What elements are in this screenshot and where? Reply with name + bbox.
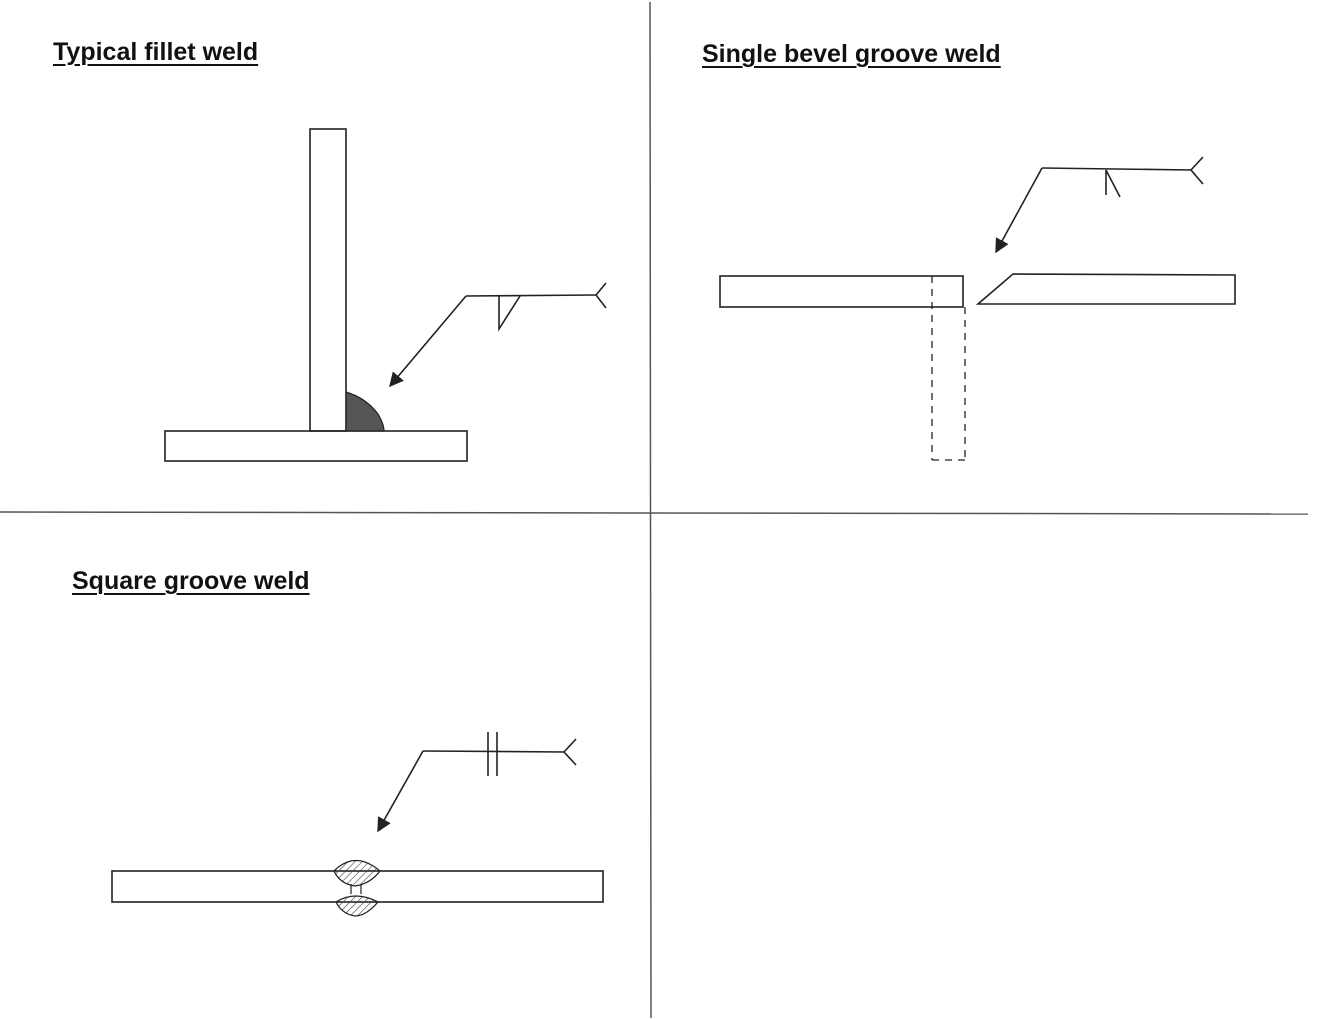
horizontal-divider	[0, 511, 1309, 515]
top-weld-bead	[333, 859, 381, 887]
fillet-weld-title: Typical fillet weld	[53, 38, 259, 66]
vertical-divider	[649, 1, 652, 1019]
square-arrow-leader	[377, 750, 424, 833]
bottom-weld-bead	[335, 895, 380, 917]
square-reference-line	[422, 750, 565, 753]
fillet-weld-bead	[345, 391, 385, 432]
fillet-arrow-leader	[389, 295, 467, 388]
bevel-groove-weld-title: Single bevel groove weld	[702, 40, 1001, 68]
beveled-plate	[975, 273, 1236, 305]
fillet-weld-symbol	[498, 295, 521, 332]
left-plate	[719, 275, 964, 308]
fillet-weld-diagram	[164, 128, 607, 462]
bevel-arrow-leader	[995, 167, 1043, 254]
bevel-weld-diagram	[719, 156, 1236, 461]
bevel-reference-line	[1041, 167, 1192, 171]
bevel-weld-symbol	[1105, 169, 1121, 198]
hidden-member	[931, 276, 966, 461]
fillet-tail	[594, 282, 607, 309]
bevel-tail	[1189, 156, 1204, 185]
square-tail	[562, 738, 577, 766]
vertical-plate	[309, 128, 347, 432]
base-plate	[164, 430, 468, 462]
square-weld-diagram	[111, 732, 604, 917]
fillet-reference-line	[465, 294, 597, 297]
square-groove-weld-title: Square groove weld	[72, 567, 310, 595]
